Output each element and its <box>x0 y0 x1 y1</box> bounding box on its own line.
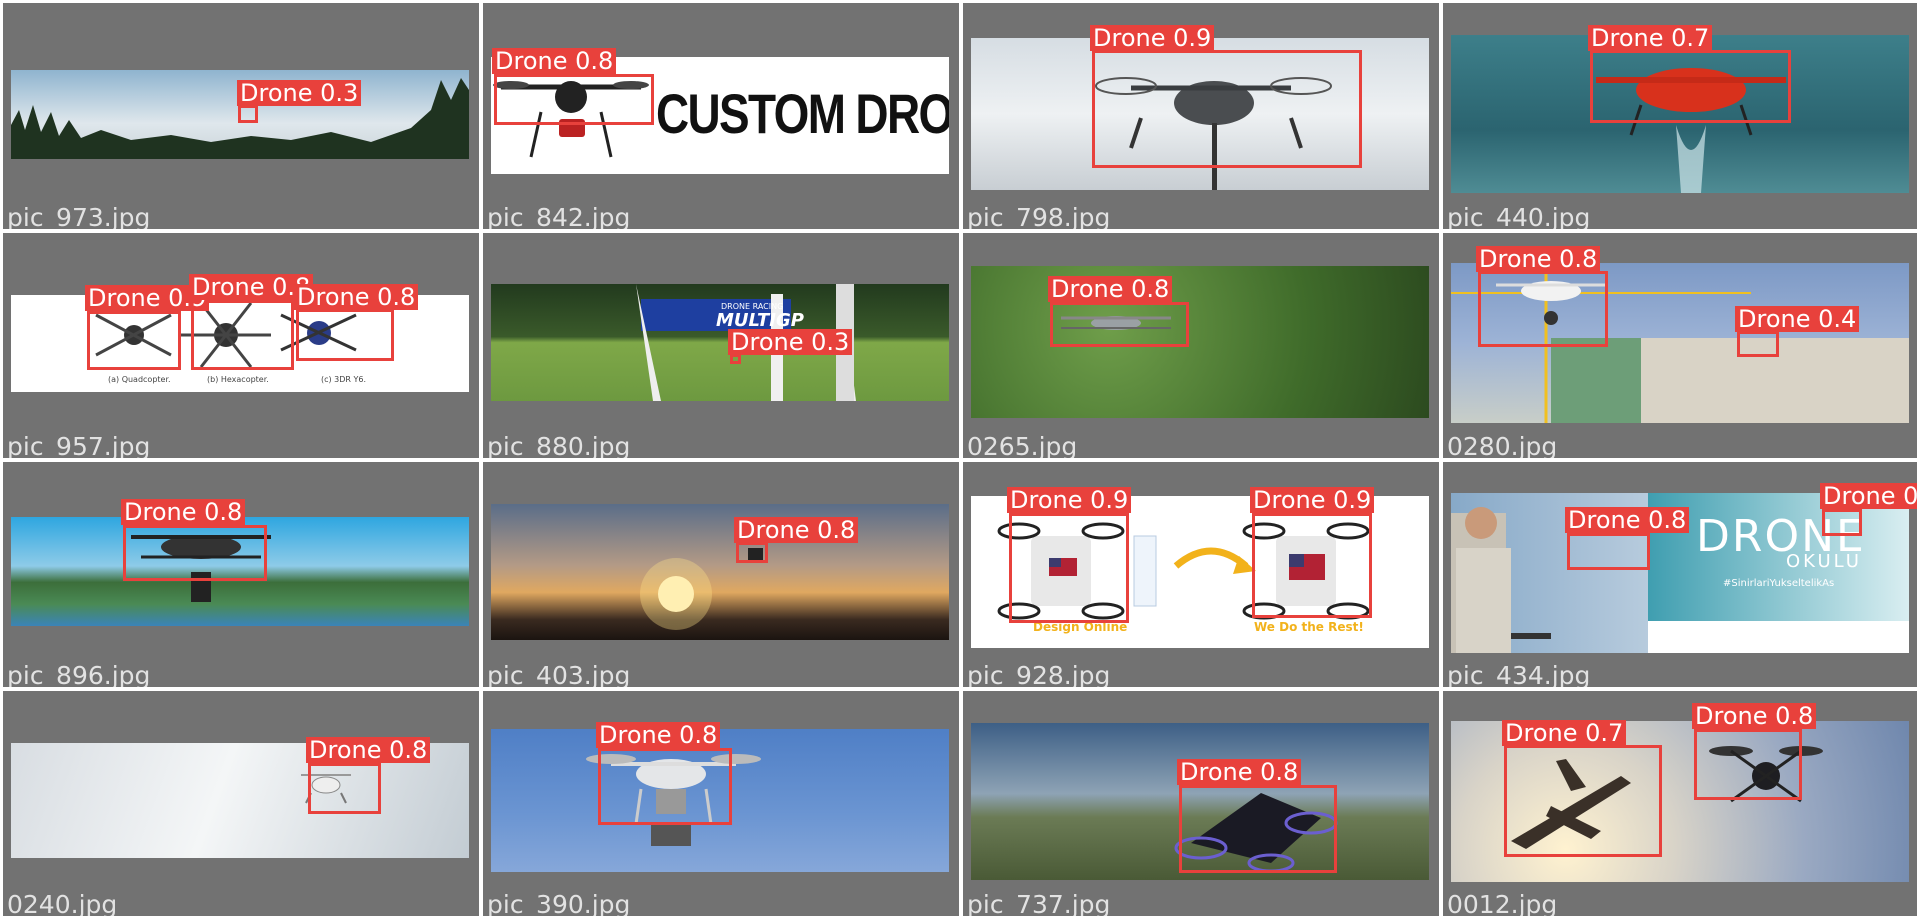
image-thumbnail <box>491 729 949 872</box>
image-thumbnail <box>971 266 1429 418</box>
detection-label: Drone 0.8 <box>306 737 431 763</box>
sub-caption: (c) 3DR Y6. <box>321 375 367 384</box>
image-filename: 0280.jpg <box>1447 432 1558 458</box>
image-cell[interactable]: Design Online We Do the Rest! Drone 0.9 … <box>963 462 1439 687</box>
image-cell[interactable]: Drone 0.8 0265.jpg <box>963 233 1439 458</box>
image-filename: 0240.jpg <box>7 890 118 916</box>
detection-label: Drone 0.8 <box>1048 276 1173 302</box>
detection-label: Drone 0.8 <box>1177 759 1302 785</box>
drone-graphic <box>1596 68 1786 193</box>
image-filename: pic_928.jpg <box>967 661 1111 687</box>
right-caption: We Do the Rest! <box>1254 620 1364 634</box>
detection-label: Drone 0.7 <box>1502 720 1627 746</box>
sun-graphic <box>640 548 763 630</box>
image-filename: pic_440.jpg <box>1447 203 1591 229</box>
drone-graphic <box>1095 77 1332 190</box>
brand-subtitle: OKULU <box>1786 551 1862 572</box>
image-cell[interactable]: Drone 0.8 Drone 0.4 0280.jpg <box>1443 233 1917 458</box>
detection-label: Drone 0.8 <box>1476 246 1601 272</box>
drone-graphic <box>586 754 761 846</box>
tree-line-graphic <box>11 78 469 159</box>
detection-label: Drone 0.8 <box>294 284 419 310</box>
image-cell[interactable]: Drone 0.9 pic_798.jpg <box>963 3 1439 229</box>
banner-subtext: DRONE RACING <box>721 302 784 311</box>
image-thumbnail <box>11 517 469 626</box>
image-thumbnail <box>971 38 1429 190</box>
detection-label: Drone 0.8 <box>596 722 721 748</box>
image-cell[interactable]: DRONE OKULU #SinirlariYukseltelikAs Dron… <box>1443 462 1917 687</box>
image-cell[interactable]: Drone 0.3 pic_973.jpg <box>3 3 479 229</box>
image-cell[interactable]: Drone 0.8 pic_737.jpg <box>963 691 1439 916</box>
image-filename: pic_842.jpg <box>487 203 631 229</box>
race-gate-graphic <box>636 284 856 401</box>
detection-label: Drone 0.8 <box>1692 703 1817 729</box>
drone-graphic <box>1174 793 1338 873</box>
detection-label: Drone 0.8 <box>734 517 859 543</box>
detection-label: Drone 0.3 <box>728 329 853 355</box>
image-thumbnail <box>1451 263 1909 423</box>
detection-label: Drone 0.3 <box>237 80 362 106</box>
image-cell[interactable]: Drone 0.8 0240.jpg <box>3 691 479 916</box>
image-filename: pic_880.jpg <box>487 432 631 458</box>
left-caption: Design Online <box>1033 620 1128 634</box>
banner-text: CUSTOM DRONES <box>656 82 949 145</box>
image-cell[interactable]: Drone 0.7 pic_440.jpg <box>1443 3 1917 229</box>
image-thumbnail <box>1451 35 1909 193</box>
detection-label: Drone 0.8 <box>189 274 314 300</box>
image-cell[interactable]: Drone 0.7 Drone 0.8 0012.jpg <box>1443 691 1917 916</box>
sub-caption: (a) Quadcopter. <box>108 375 171 384</box>
image-thumbnail: Design Online We Do the Rest! <box>971 496 1429 648</box>
detection-label: Drone 0.9 <box>85 285 210 311</box>
detection-label: Drone 0.9 <box>1007 487 1132 513</box>
drone-graphic <box>131 535 271 602</box>
image-filename: pic_957.jpg <box>7 432 151 458</box>
pilot-graphic <box>1451 507 1909 653</box>
detection-label: Drone 0.8 <box>492 48 617 74</box>
hashtag-text: #SinirlariYukseltelikAs <box>1723 578 1835 589</box>
detection-label: Drone 0.8 <box>1565 507 1690 533</box>
image-cell[interactable]: CUSTOM DRONES Drone 0.8 pic_842.jpg <box>483 3 959 229</box>
image-filename: 0265.jpg <box>967 432 1078 458</box>
banner-text: MULTIGP <box>716 310 804 331</box>
image-thumbnail <box>491 504 949 640</box>
image-cell[interactable]: Drone 0.8 pic_896.jpg <box>3 462 479 687</box>
image-filename: pic_390.jpg <box>487 890 631 916</box>
detection-label: Drone 0 <box>1820 483 1917 509</box>
image-thumbnail <box>971 723 1429 880</box>
image-filename: 0012.jpg <box>1447 890 1558 916</box>
image-cell[interactable]: (a) Quadcopter. (b) Hexacopter. (c) 3DR … <box>3 233 479 458</box>
building-graphic <box>1451 263 1909 423</box>
image-filename: pic_737.jpg <box>967 890 1111 916</box>
image-thumbnail: DRONE RACING MULTIGP <box>491 284 949 401</box>
drone-graphic <box>1061 316 1171 330</box>
image-cell[interactable]: Drone 0.8 pic_390.jpg <box>483 691 959 916</box>
brand-title: DRONE <box>1696 511 1866 562</box>
image-filename: pic_973.jpg <box>7 203 151 229</box>
detection-label: Drone 0.8 <box>121 499 246 525</box>
image-filename: pic_896.jpg <box>7 661 151 687</box>
detection-label: Drone 0.9 <box>1250 487 1375 513</box>
detection-label: Drone 0.9 <box>1090 25 1215 51</box>
image-cell[interactable]: DRONE RACING MULTIGP Drone 0.3 pic_880.j… <box>483 233 959 458</box>
detection-label: Drone 0.7 <box>1588 25 1713 51</box>
drone-graphic <box>997 522 1370 620</box>
image-cell[interactable]: Drone 0.8 pic_403.jpg <box>483 462 959 687</box>
image-filename: pic_403.jpg <box>487 661 631 687</box>
sub-caption: (b) Hexacopter. <box>207 375 269 384</box>
image-filename: pic_434.jpg <box>1447 661 1591 687</box>
detection-label: Drone 0.4 <box>1735 306 1860 332</box>
image-filename: pic_798.jpg <box>967 203 1111 229</box>
